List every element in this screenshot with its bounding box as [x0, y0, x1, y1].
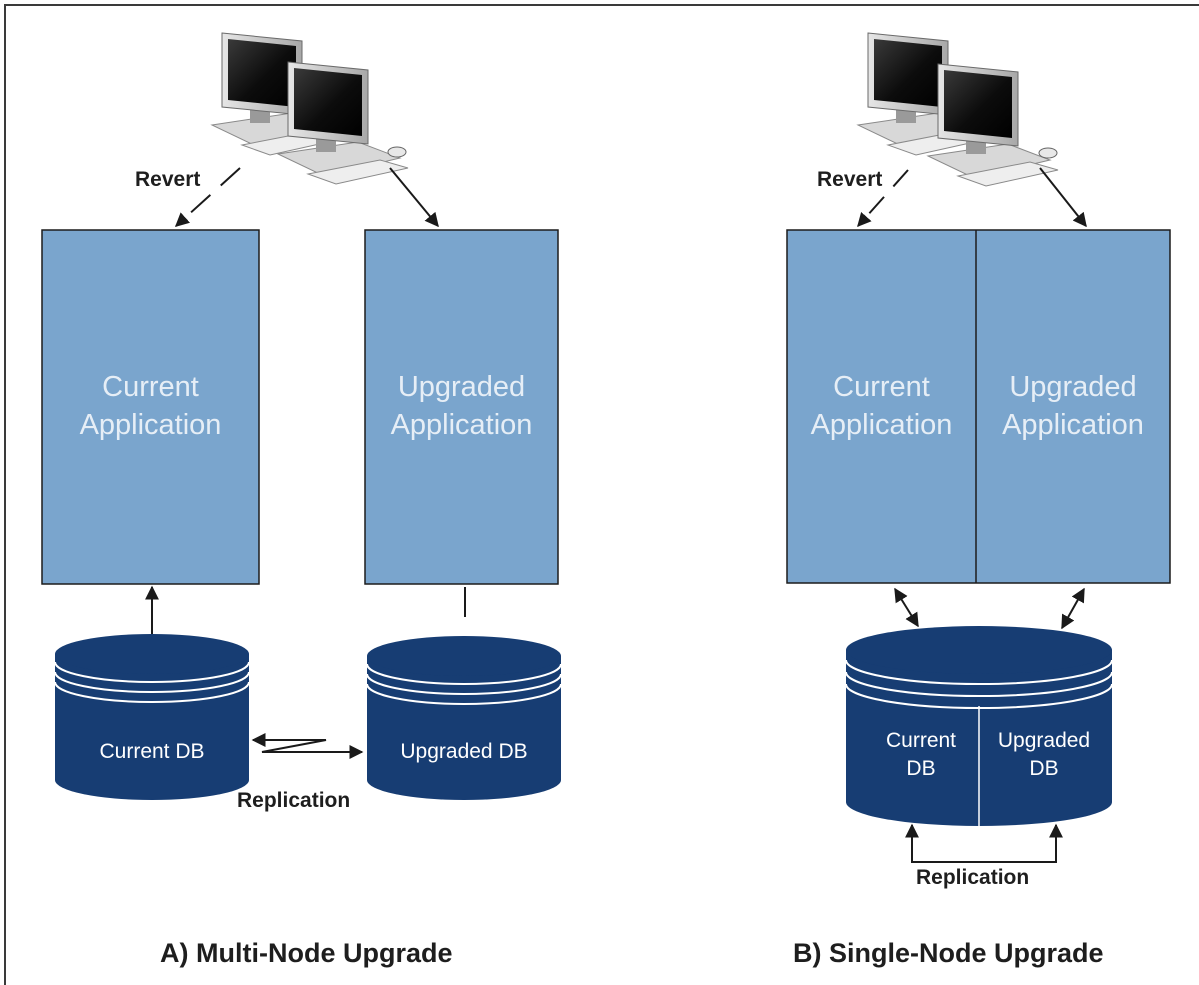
current-application-box: [41, 229, 260, 585]
replication-label: Replication: [237, 789, 351, 812]
shared-db-cylinder: [845, 626, 1113, 826]
current-app-db-arrow: [894, 587, 919, 628]
computer-monitor-icon: [211, 32, 409, 185]
replication-arrow-a: [251, 733, 364, 759]
current-db-label: Current DB: [99, 740, 205, 763]
upgraded-db-cylinder: [366, 636, 562, 800]
upgraded-app-db-arrow: [1061, 587, 1085, 630]
multi-node-caption: A) Multi-Node Upgrade: [160, 938, 453, 968]
upgraded-db-label: Upgraded DB: [400, 740, 528, 763]
single-node-caption: B) Single-Node Upgrade: [793, 938, 1104, 968]
computer-monitor-icon: [857, 32, 1059, 187]
revert-label: Revert: [817, 168, 883, 191]
revert-label: Revert: [135, 168, 201, 191]
upgraded-application-box: [364, 229, 559, 585]
current-db-cylinder: [54, 634, 250, 800]
upgrade-arrow: [1039, 167, 1087, 228]
single-node-application-box: [786, 229, 1171, 584]
replication-arrow-b: [905, 823, 1063, 863]
replication-label: Replication: [916, 866, 1030, 889]
upgrade-arrow: [389, 167, 439, 228]
revert-arrow: [174, 167, 241, 227]
revert-arrow: [857, 169, 909, 228]
